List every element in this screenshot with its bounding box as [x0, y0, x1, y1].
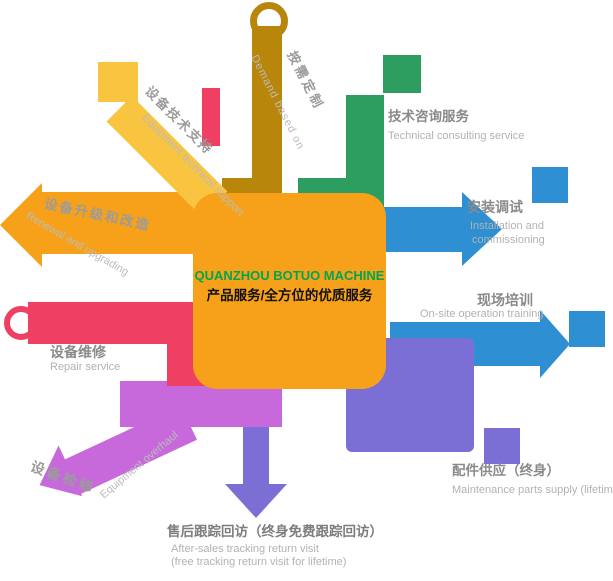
install-square — [532, 167, 568, 203]
parts-label-en: Maintenance parts supply (lifetime) — [452, 484, 613, 496]
center-subtitle: 产品服务/全方位的优质服务 — [206, 288, 373, 303]
training-arrow-head — [540, 310, 570, 378]
demand-label-zh: 按需定制 — [284, 48, 327, 113]
training-label-en: On-site operation training — [420, 308, 544, 320]
center-service-box — [193, 193, 386, 389]
parts-square — [484, 428, 520, 464]
parts-label-zh: 配件供应（终身） — [452, 463, 560, 478]
consulting-arrow-bar — [346, 95, 384, 207]
aftersales-label-en-2: (free tracking return visit for lifetime… — [171, 556, 347, 568]
consulting-label-zh: 技术咨询服务 — [388, 109, 469, 124]
tech-support-square — [98, 62, 138, 102]
tech-support-accent-bar — [202, 88, 220, 146]
upgrade-arrow-head — [0, 183, 42, 267]
aftersales-arrow-head — [225, 484, 287, 518]
training-square — [569, 311, 605, 347]
install-label-zh: 安装调试 — [467, 199, 523, 215]
aftersales-label-zh: 售后跟踪回访（终身免费跟踪回访） — [167, 524, 383, 539]
training-label-zh: 现场培训 — [477, 292, 533, 308]
repair-label-zh: 设备维修 — [50, 344, 106, 360]
center-title: QUANZHOU BOTUO MACHINE — [194, 268, 385, 283]
repair-label-en: Repair service — [50, 361, 121, 373]
consulting-square — [383, 55, 421, 93]
demand-arrow-bar — [252, 26, 282, 208]
consulting-label-en: Technical consulting service — [388, 130, 525, 142]
install-arrow-head — [462, 192, 502, 266]
aftersales-label-en-1: After-sales tracking return visit — [171, 543, 319, 555]
install-label-en-2: commissioning — [472, 234, 545, 246]
install-label-en-1: Installation and — [470, 220, 544, 232]
repair-arrow-bar — [28, 302, 202, 344]
